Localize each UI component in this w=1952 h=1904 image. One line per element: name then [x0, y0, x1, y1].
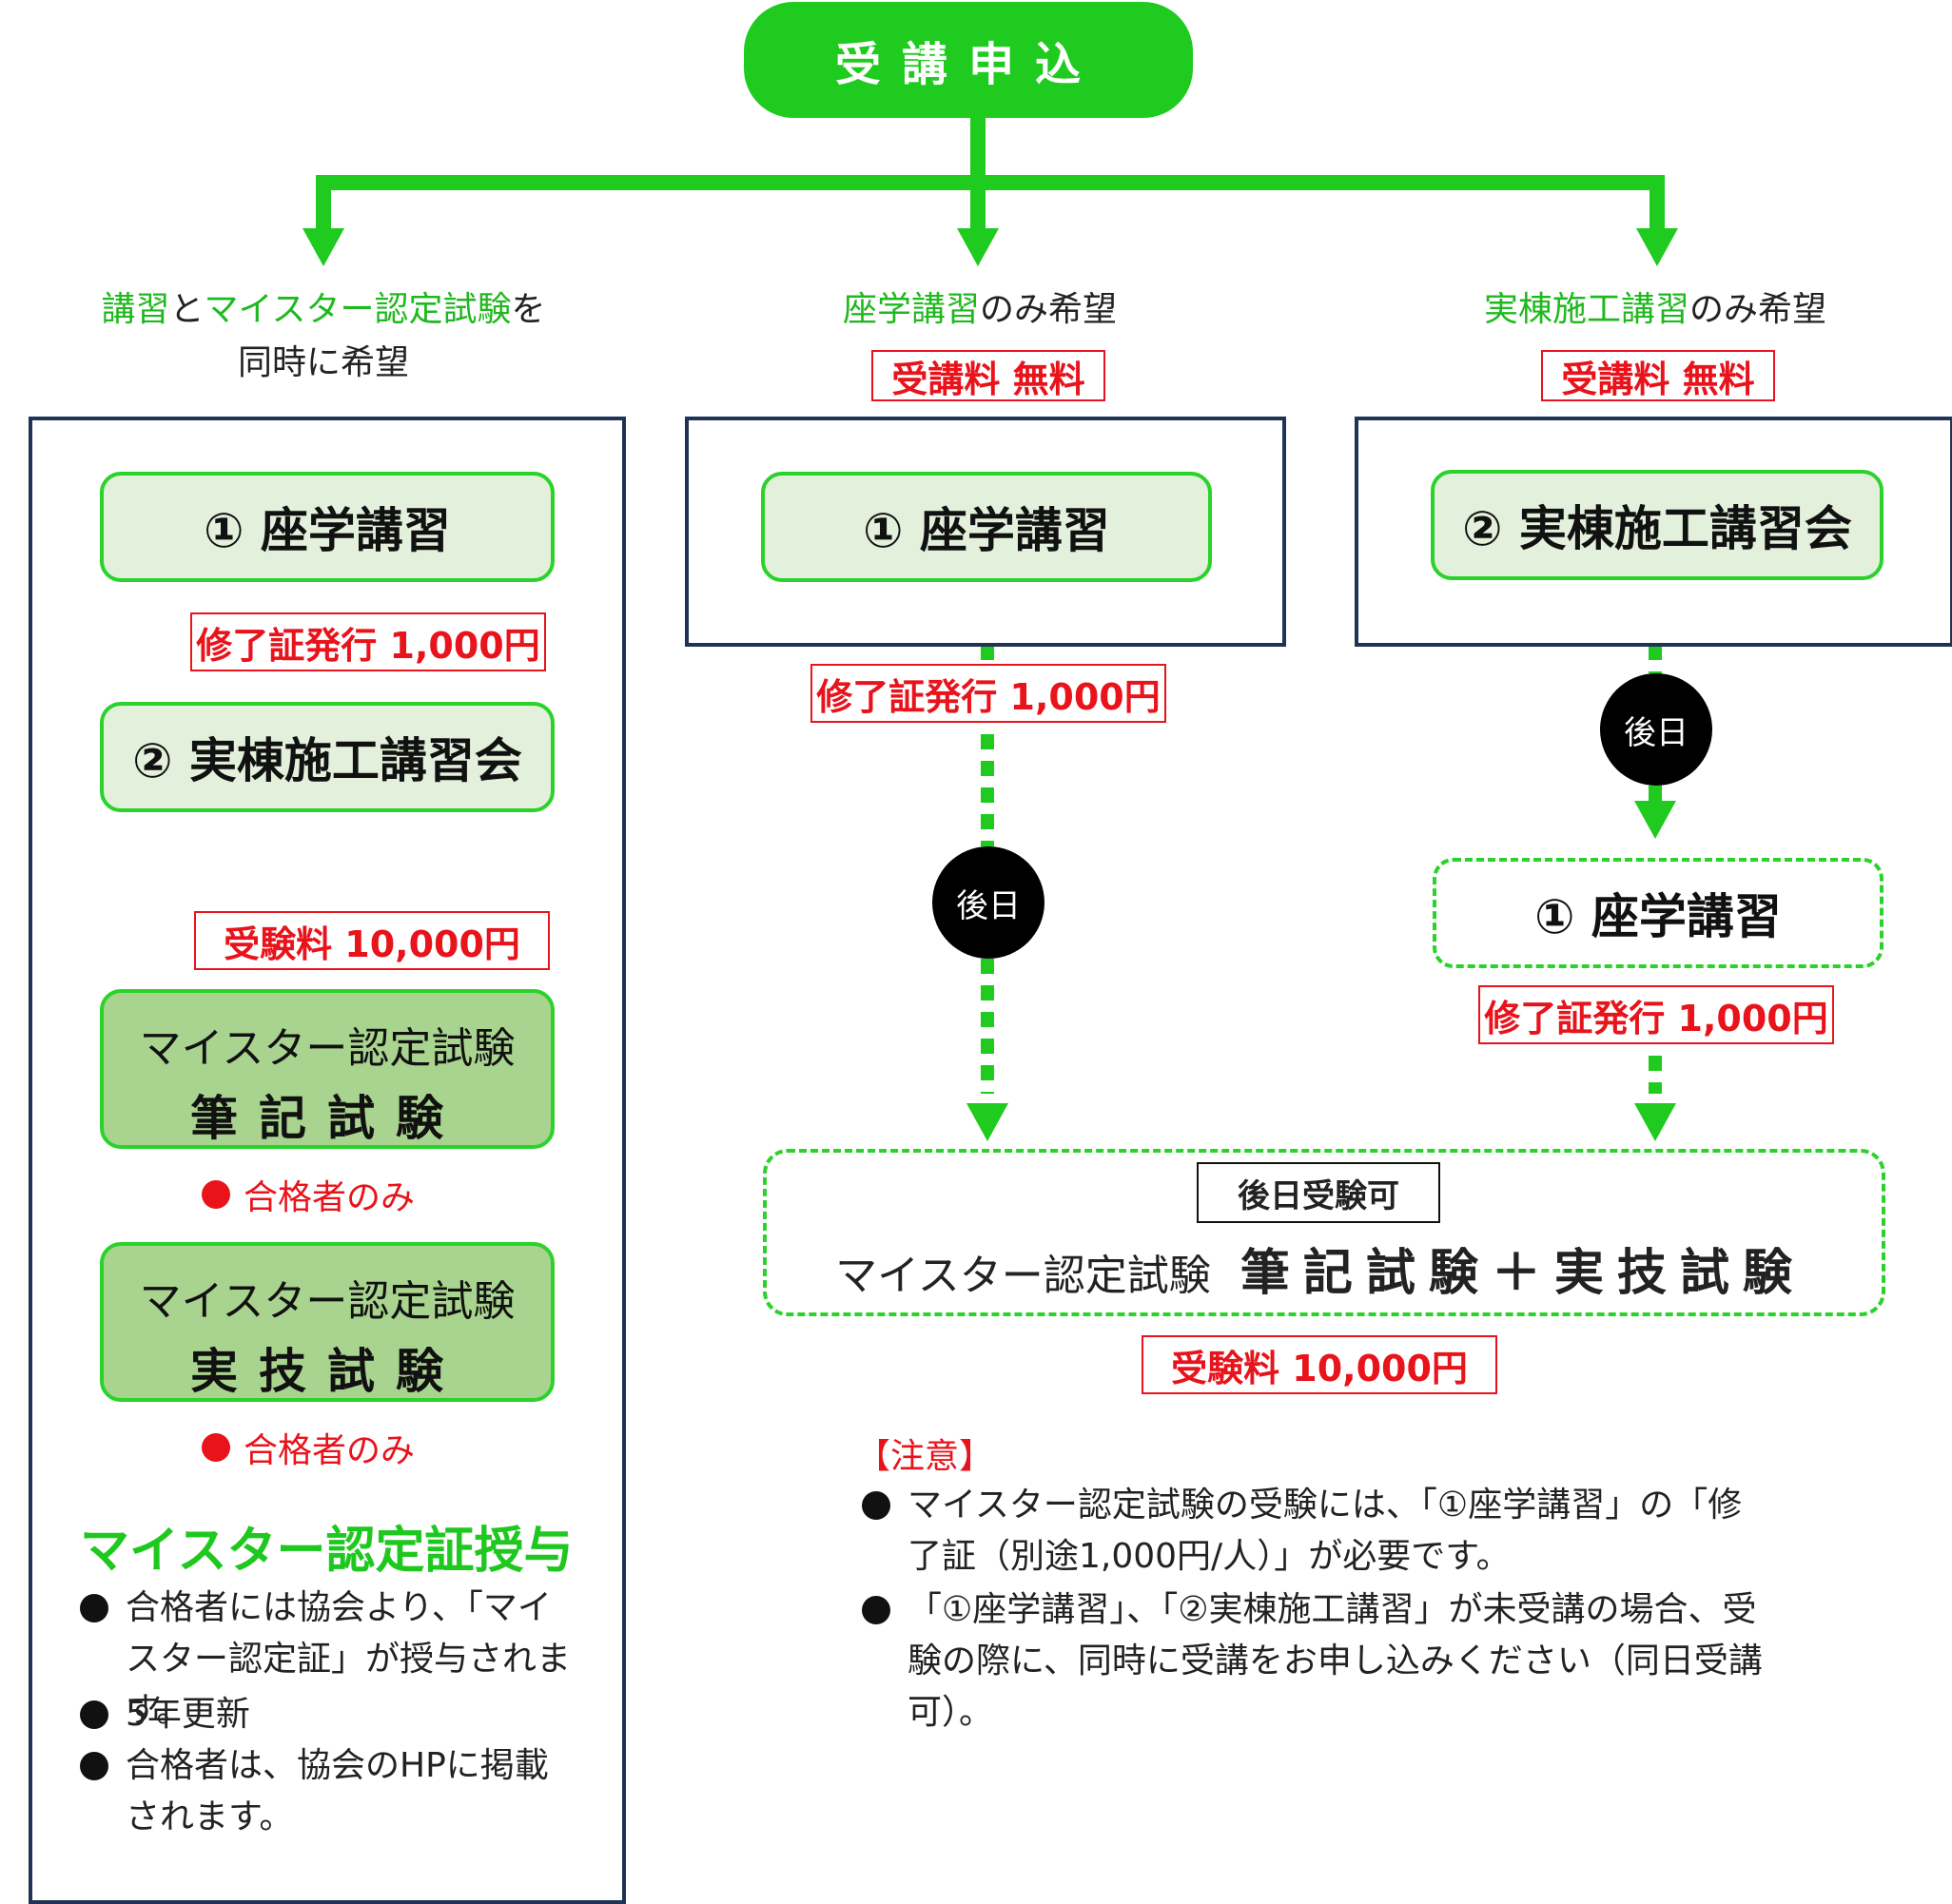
right-step-jittou: ② 実棟施工講習会 — [1431, 470, 1884, 580]
award-bullet-3: 合格者は、協会のHPに掲載されます。 — [80, 1740, 575, 1843]
bullet-icon — [80, 1752, 108, 1780]
right-cert-fee: 修了証発行 1,000円 — [1478, 985, 1834, 1044]
center-fee-badge: 受講料 無料 — [871, 350, 1105, 401]
center-step-zagaku: ① 座学講習 — [761, 472, 1212, 582]
combined-exam-types: 筆記試験＋実技試験 — [1240, 1245, 1806, 1302]
combined-exam-line: マイスター認定試験 筆記試験＋実技試験 — [761, 1233, 1880, 1304]
bullet-icon — [862, 1596, 890, 1624]
apply-header: 受講申込 — [744, 2, 1193, 118]
award-bullet-1: 合格者には協会より、「マイスター認定証」が授与されます。 — [80, 1583, 575, 1737]
red-dot-icon — [202, 1433, 230, 1462]
left-branch-title: 講習とマイスター認定試験を 同時に希望 — [101, 290, 546, 382]
notes-heading: 【注意】 — [856, 1437, 994, 1476]
award-bullet-2: 5年更新 — [80, 1689, 575, 1740]
practical-exam-title: マイスター認定試験 — [139, 1277, 516, 1326]
bullet-icon — [80, 1594, 108, 1622]
right-later-badge: 後日 — [1600, 673, 1712, 786]
practical-exam-label: 実技試験 — [190, 1344, 464, 1399]
written-exam-label: 筆記試験 — [190, 1091, 464, 1146]
left-step-jittou: ② 実棟施工講習会 — [100, 702, 555, 812]
pass-only-note-2: 合格者のみ — [202, 1423, 415, 1472]
pass-only-note-1: 合格者のみ — [202, 1170, 415, 1219]
written-exam-box: マイスター認定試験 筆記試験 — [100, 989, 555, 1149]
combined-exam-fee: 受験料 10,000円 — [1142, 1335, 1497, 1394]
center-branch-title: 座学講習のみ希望 — [842, 290, 1118, 329]
note-item-1: マイスター認定試験の受験には、「①座学講習」の「修了証（別途1,000円/人）」… — [862, 1480, 1775, 1583]
note-item-2: 「①座学講習」、「②実棟施工講習」が未受講の場合、受験の際に、同時に受講をお申し… — [862, 1584, 1775, 1739]
right-fee-badge: 受講料 無料 — [1541, 350, 1775, 401]
red-dot-icon — [202, 1180, 230, 1209]
bullet-icon — [862, 1491, 890, 1520]
written-exam-title: マイスター認定試験 — [139, 1024, 516, 1073]
right-step-zagaku: ① 座学講習 — [1433, 858, 1884, 968]
later-exam-badge: 後日受験可 — [1197, 1162, 1440, 1223]
practical-exam-box: マイスター認定試験 実技試験 — [100, 1242, 555, 1402]
center-cert-fee: 修了証発行 1,000円 — [810, 664, 1166, 723]
award-title: マイスター認定証授与 — [80, 1523, 574, 1580]
left-cert-fee: 修了証発行 1,000円 — [190, 612, 546, 671]
bullet-icon — [80, 1700, 108, 1729]
center-later-badge: 後日 — [932, 846, 1044, 959]
right-branch-title: 実棟施工講習のみ希望 — [1483, 290, 1827, 329]
combined-exam-label: マイスター認定試験 — [835, 1252, 1211, 1300]
left-step-zagaku: ① 座学講習 — [100, 472, 555, 582]
left-exam-fee: 受験料 10,000円 — [194, 911, 550, 970]
